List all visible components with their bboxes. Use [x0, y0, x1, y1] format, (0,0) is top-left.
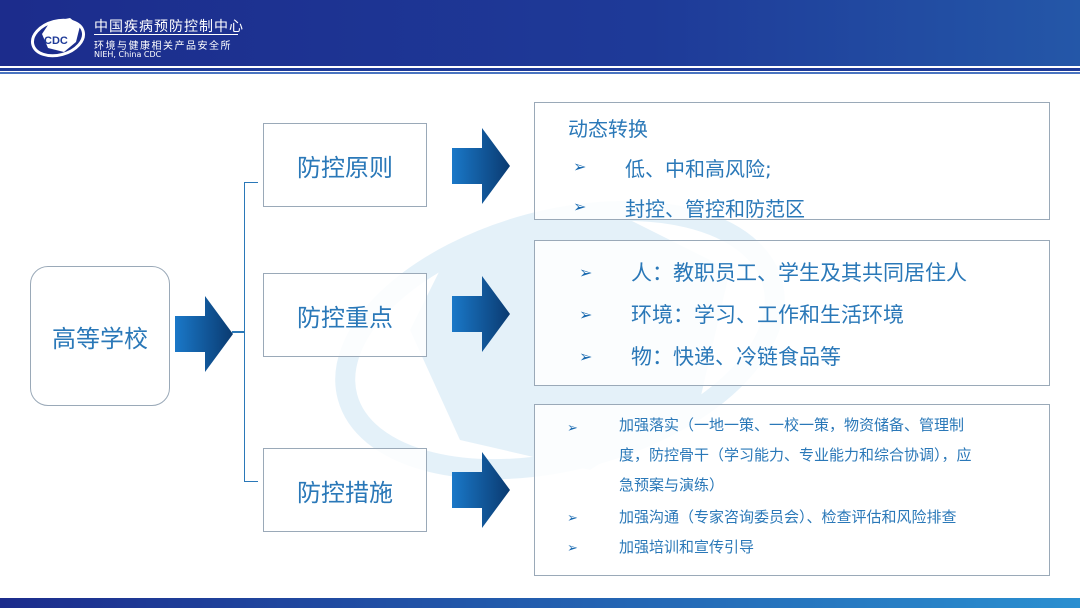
bullet-icon: ➢: [579, 263, 593, 282]
branch-measures: 防控措施: [263, 448, 427, 532]
tree-bracket-stem: [232, 331, 244, 333]
arrow-right-icon: [175, 296, 233, 372]
branch-label: 防控重点: [297, 303, 393, 332]
header-divider: [0, 68, 1080, 71]
tree-bracket: [244, 182, 258, 482]
detail-item: 物：快递、冷链食品等: [631, 345, 841, 369]
bullet-icon: ➢: [567, 511, 578, 526]
detail-item: 加强沟通（专家咨询委员会）、检查评估和风险排查: [619, 508, 957, 526]
footer-bar: [0, 598, 1080, 608]
arrow-right-icon: [452, 276, 510, 352]
detail-item: 封控、管控和防范区: [625, 197, 805, 221]
detail-item: 加强培训和宣传引导: [619, 538, 755, 556]
detail-item: 低、中和高风险;: [625, 157, 772, 181]
detail-item: 环境：学习、工作和生活环境: [631, 303, 904, 327]
bullet-icon: ➢: [567, 421, 578, 436]
dept-name: 环境与健康相关产品安全所: [94, 41, 232, 52]
branch-label: 防控原则: [297, 153, 393, 182]
header-divider-thin: [0, 72, 1080, 74]
root-node: 高等学校: [30, 266, 170, 406]
bullet-icon: ➢: [573, 157, 587, 176]
bullet-icon: ➢: [579, 305, 593, 324]
focus-detail: ➢ 人：教职员工、学生及其共同居住人 ➢ 环境：学习、工作和生活环境 ➢ 物：快…: [534, 240, 1050, 386]
bullet-icon: ➢: [579, 347, 593, 366]
dept-english: NIEH, China CDC: [94, 50, 162, 59]
detail-item: 加强落实（一地一策、一校一策，物资储备、管理制: [619, 416, 965, 434]
org-name: 中国疾病预防控制中心: [94, 19, 244, 35]
detail-item: 人：教职员工、学生及其共同居住人: [631, 261, 967, 285]
branch-label: 防控措施: [297, 478, 393, 507]
arrow-right-icon: [452, 128, 510, 204]
bullet-icon: ➢: [573, 197, 587, 216]
cdc-logo-icon: CDC: [31, 18, 85, 58]
branch-principle: 防控原则: [263, 123, 427, 207]
principle-detail: 动态转换 ➢ 低、中和高风险; ➢ 封控、管控和防范区: [534, 102, 1050, 221]
arrow-right-icon: [452, 452, 510, 528]
svg-text:CDC: CDC: [44, 35, 68, 47]
org-underline: [94, 34, 238, 35]
branch-focus: 防控重点: [263, 273, 427, 357]
detail-item-cont: 急预案与演练）: [619, 476, 725, 494]
detail-item-cont: 度，防控骨干（学习能力、专业能力和综合协调），应: [619, 446, 972, 464]
root-label: 高等学校: [52, 324, 148, 353]
measures-detail: ➢ 加强落实（一地一策、一校一策，物资储备、管理制 度，防控骨干（学习能力、专业…: [534, 404, 1050, 576]
bullet-icon: ➢: [567, 541, 578, 556]
header-bar: [0, 0, 1080, 66]
detail-title: 动态转换: [568, 117, 648, 141]
